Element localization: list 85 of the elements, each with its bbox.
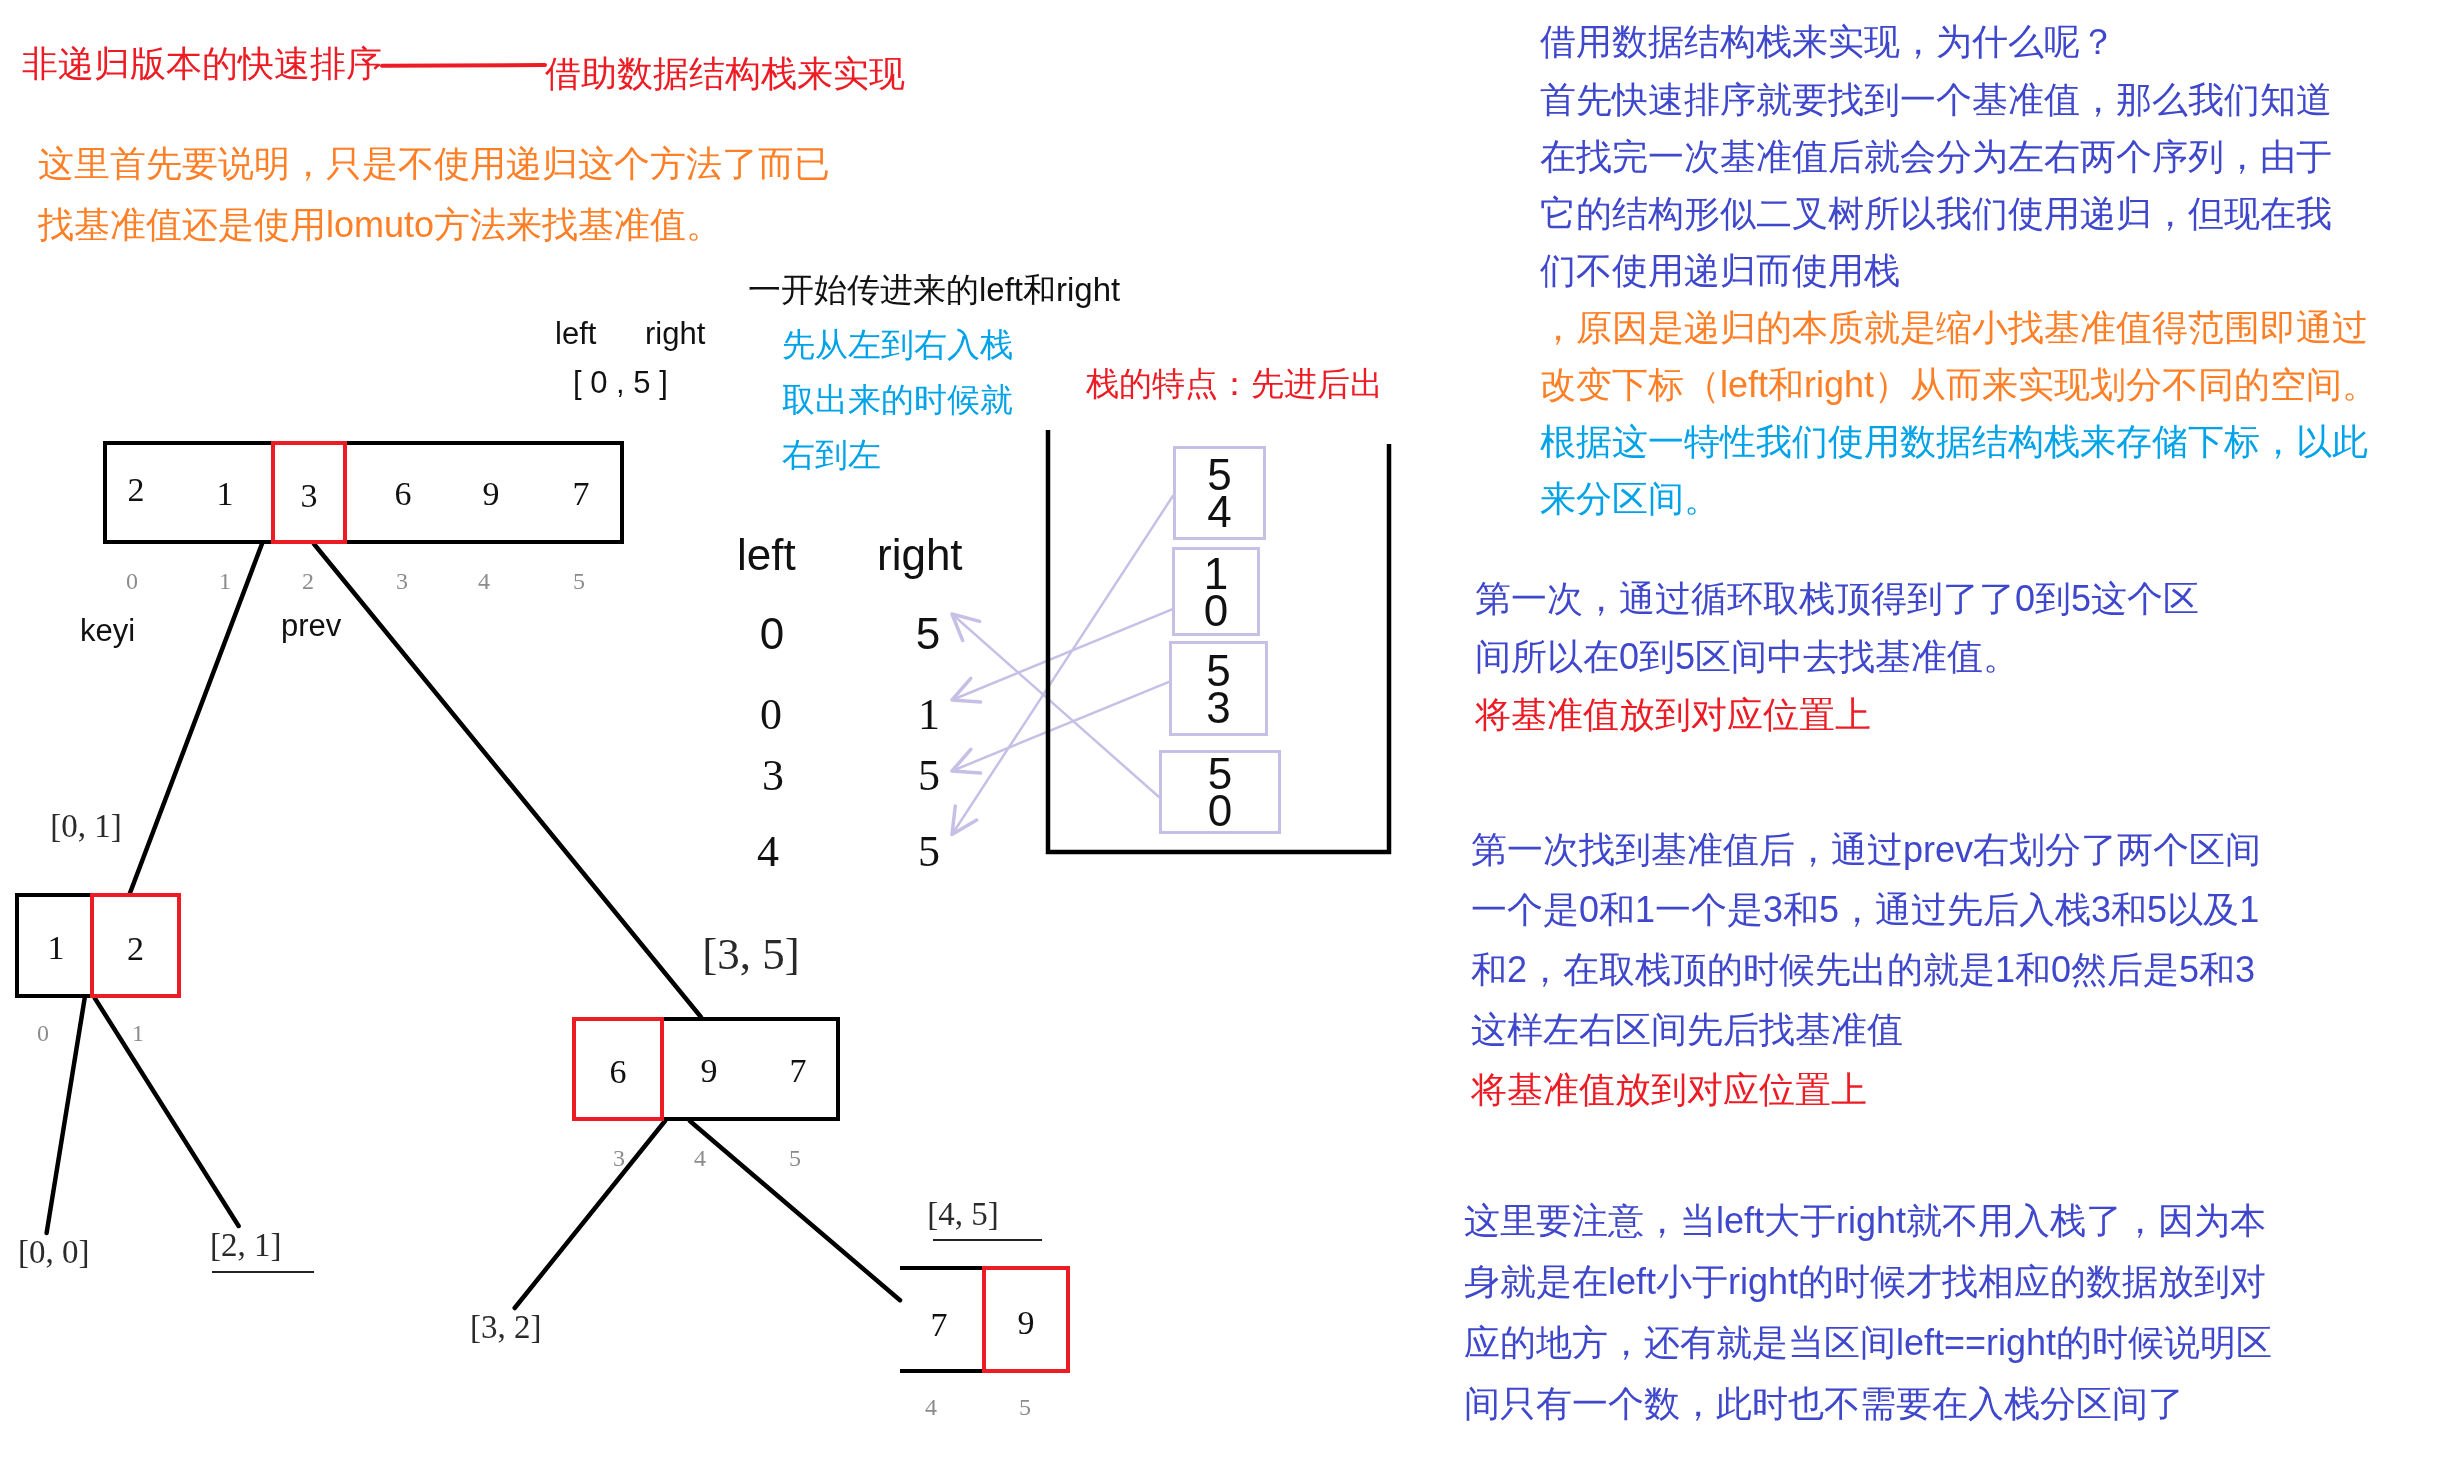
title-text: 非递归版本的快速排序 (22, 42, 382, 86)
arrow (950, 612, 1161, 799)
range-label: [0, 0] (18, 1233, 90, 1273)
connector-line (512, 1118, 668, 1311)
array-value: 7 (572, 476, 590, 512)
index-label: 1 (219, 567, 231, 595)
note-text: 这里要注意，当left大于right就不用入栈了，因为本身就是在left小于right的时候才找相应的数据放到对应的地方，还有就是当区间left==right的时候说明区间只有一个数，此时也不需要在入栈分区间了 (1464, 1199, 2274, 1426)
index-label: 4 (478, 567, 490, 595)
column-label: left (555, 315, 597, 353)
pointer-label: keyi (80, 612, 136, 650)
index-label: 0 (37, 1019, 49, 1047)
range-label: [4, 5] (927, 1195, 999, 1233)
connector-line (127, 541, 265, 896)
table-value: 5 (918, 751, 940, 801)
array-value: 9 (1017, 1304, 1035, 1341)
note-text: 先从左到右入栈取出来的时候就右到左 (782, 325, 1014, 475)
array-value: 6 (609, 1054, 627, 1090)
heading-text: 借用数据结构栈来实现，为什么呢？ (1540, 20, 2116, 64)
note-text: 首先快速排序就要找到一个基准值，那么我们知道在找完一次基准值后就会分为左右两个序列，由于它的结构形似二叉树所以我们使用递归，但现在我们不使用递归而使用栈 (1540, 78, 2333, 293)
stack-entry (1159, 750, 1281, 834)
array-value: 1 (216, 476, 234, 512)
array-value: 2 (127, 472, 145, 508)
heading-text: 栈的特点：先进后出 (1086, 364, 1383, 404)
subtitle-text: 借助数据结构栈来实现 (545, 52, 905, 96)
note-text: 根据这一特性我们使用数据结构栈来存储下标，以此来分区间。 (1540, 420, 2369, 521)
connector-line (687, 1118, 903, 1303)
note-text: ，原因是递归的本质就是缩小找基准值得范围即通过改变下标（left和right）从而来实现划分不同的空间。 (1540, 306, 2380, 407)
index-label: 3 (396, 567, 408, 595)
note-text: 第一次找到基准值后，通过prev右划分了两个区间一个是0和1一个是3和5，通过先后入栈3和5以及1和2，在取栈顶的时候先出的就是1和0然后是5和3这样左右区间先后找基准值 (1471, 828, 2263, 1052)
stack-value: 3 (1206, 688, 1231, 726)
index-label: 0 (126, 567, 138, 595)
stack-value: 0 (1203, 591, 1229, 629)
note-text: 这里首先要说明，只是不使用递归这个方法了而已找基准值还是使用lomuto方法来找基准值。 (38, 142, 831, 247)
array-value: 9 (482, 476, 500, 512)
stack-entry (1172, 547, 1260, 636)
array-value: 6 (394, 476, 412, 512)
connector-line (380, 63, 547, 68)
range-label: [3, 5] (702, 930, 800, 980)
array-value: 7 (789, 1053, 807, 1089)
note-text: 一开始传进来的left和right (748, 270, 1121, 310)
index-label: 4 (694, 1144, 706, 1172)
table-value: 5 (915, 609, 941, 659)
stack-value: 5 (1206, 651, 1231, 689)
connector-line (44, 995, 87, 1236)
range-label: [ 0 , 5 ] (573, 364, 668, 402)
arrow (950, 680, 1171, 775)
index-label: 5 (573, 567, 585, 595)
array-value: 7 (930, 1307, 948, 1343)
array-value: 2 (127, 930, 144, 967)
column-label: right (645, 315, 706, 353)
table-value: 5 (918, 827, 940, 877)
arrow (950, 608, 1174, 704)
table-value: 1 (918, 690, 940, 740)
table-value: 0 (760, 690, 782, 740)
table-value: 3 (762, 751, 784, 801)
stack-value: 1 (1203, 554, 1229, 592)
column-header: left (737, 529, 796, 581)
range-label: [0, 1] (50, 807, 122, 845)
connector-line (92, 995, 241, 1229)
connector-line (311, 541, 704, 1020)
stack-entry (1169, 641, 1268, 736)
stack-value: 5 (1207, 755, 1233, 792)
note-text: 将基准值放到对应位置上 (1475, 693, 1871, 737)
stack-value: 5 (1207, 456, 1232, 493)
arrow (950, 494, 1175, 837)
index-label: 4 (925, 1393, 937, 1421)
table-value: 0 (759, 609, 785, 659)
stack-entry (1173, 446, 1266, 540)
index-label: 5 (1019, 1393, 1031, 1421)
column-header: right (877, 529, 963, 581)
stack-value: 0 (1207, 792, 1233, 829)
array-value: 1 (47, 930, 65, 966)
stack-value: 4 (1207, 493, 1232, 530)
index-label: 3 (613, 1144, 625, 1172)
range-label: [3, 2] (470, 1308, 542, 1348)
note-text: 将基准值放到对应位置上 (1471, 1068, 1867, 1112)
note-text: 第一次，通过循环取栈顶得到了了0到5这个区间所以在0到5区间中去找基准值。 (1475, 577, 2201, 679)
array-value: 3 (300, 477, 318, 514)
table-value: 4 (757, 827, 779, 877)
range-label: [2, 1] (210, 1226, 282, 1266)
index-label: 5 (789, 1144, 801, 1172)
index-label: 2 (302, 567, 314, 595)
array-value: 9 (700, 1053, 718, 1089)
pointer-label: prev (281, 607, 342, 645)
index-label: 1 (132, 1019, 144, 1047)
